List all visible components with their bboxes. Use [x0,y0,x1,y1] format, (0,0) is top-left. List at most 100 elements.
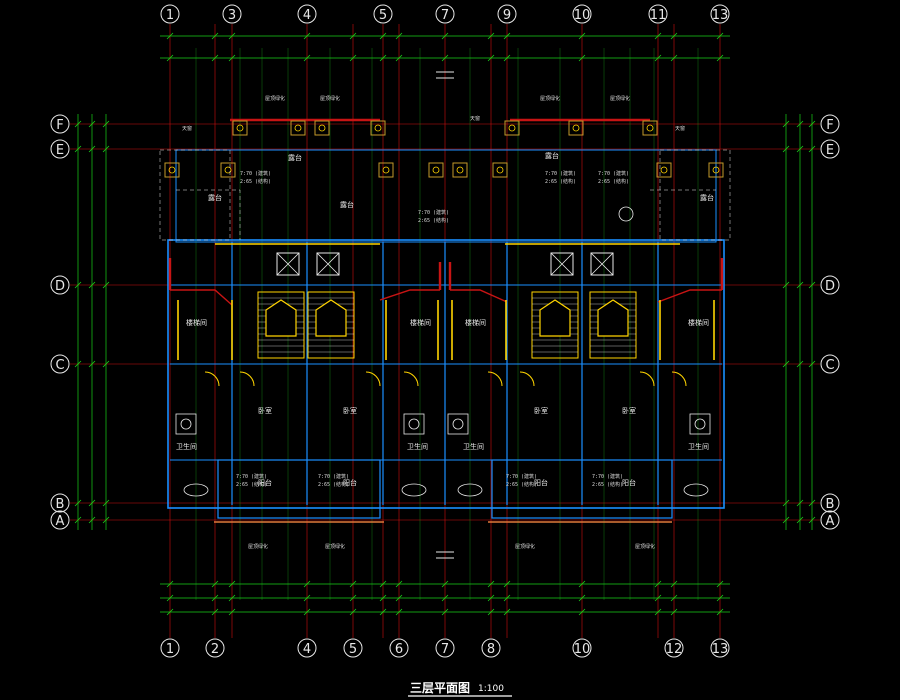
dimension-tick [395,580,403,588]
dimension-tick [88,281,96,289]
dimension-tick [670,580,678,588]
dimension-tick [395,608,403,616]
column-core [318,124,326,132]
dimension-tick [228,32,236,40]
dimension-tick [716,594,724,602]
dimension-tick [395,54,403,62]
axis-bubble [820,493,840,513]
dimension-tick [102,360,110,368]
axis-bubble [820,114,840,134]
elevator-cross [590,252,614,276]
break-mark [436,71,454,559]
axis-bubble [50,114,70,134]
axis-label-left: A [56,514,65,529]
axis-label-right: A [826,514,835,529]
elevator-shaft [550,252,574,276]
bath-fixture-basin [452,418,464,430]
dimension-tick [102,281,110,289]
room-label-bathroom: 卫生间 [407,442,428,451]
dimension-tick [782,516,790,524]
axis-label-left: E [56,143,64,158]
dimension-tick [441,594,449,602]
axis-label-right: C [825,358,834,373]
dimension-tick [211,594,219,602]
dimension-tick [670,594,678,602]
room-note: 2:65 (结构) [318,481,349,488]
axis-bubble [343,638,363,658]
axis-bubble [820,275,840,295]
axis-label-top: 4 [303,8,311,23]
drawing-title-block: 三层平面图 1:100 [408,681,512,697]
dimension-tick [578,32,586,40]
axis-bubble [50,139,70,159]
dimension-tick [578,594,586,602]
room-label-balcony: 阳台 [622,478,636,487]
axis-bubbles-top: 1 3 4 5 7 9 10 11 13 [160,4,730,24]
axis-bubble [572,4,592,24]
axis-bubbles-left: F E D C B A [50,114,70,530]
terrace-outline [175,149,717,243]
room-note: 7:70 (建筑) [506,473,537,480]
dimension-tick [395,32,403,40]
dimension-tick [487,54,495,62]
dimension-tick [808,499,816,507]
bath-fixture-basin [694,418,706,430]
stair-landing [539,299,571,337]
roof-note: 屋顶绿化 [540,95,560,102]
column [220,162,236,178]
dimension-tick [796,120,804,128]
bath-fixture [447,413,469,435]
room-label-bathroom: 卫生间 [176,442,197,451]
bathtub [457,483,483,497]
dimension-tick [808,360,816,368]
dimension-tick [303,580,311,588]
elevator-shaft [276,252,300,276]
axis-bubble [50,275,70,295]
stair-outline [589,291,637,359]
column-core [712,166,720,174]
axis-label-bottom: 4 [303,642,311,657]
room-label-stair: 楼梯间 [186,318,207,327]
dimension-tick [211,54,219,62]
room-note: 2:65 (结构) [236,481,267,488]
axis-bubble [664,638,684,658]
dimension-tick [166,54,174,62]
roof-note: 屋顶绿化 [635,543,655,550]
axis-label-top: 3 [228,8,236,23]
axis-bubble [572,638,592,658]
door-swing [365,371,381,387]
column-core [660,166,668,174]
axis-label-left: D [55,279,65,294]
room-note: 7:70 (建筑) [418,209,449,216]
dimension-tick [503,608,511,616]
dimension-tick [88,516,96,524]
door-swing [671,371,687,387]
room-label-balcony: 阳台 [258,478,272,487]
axis-label-top: 1 [166,8,174,23]
bath-fixture [403,413,425,435]
skylight-note: 天窗 [470,115,480,122]
dimension-tick [102,145,110,153]
column-core [168,166,176,174]
room-label-bedroom: 卧室 [622,406,636,415]
dimension-tick [503,32,511,40]
dimension-tick [782,360,790,368]
dimension-tick [379,608,387,616]
axis-bubble [160,4,180,24]
elevator-cross [316,252,340,276]
axis-bubble [297,4,317,24]
dimension-tick [379,32,387,40]
dimension-tick [782,499,790,507]
dimension-tick [578,54,586,62]
axis-bubbles-bottom: 1 2 4 5 6 7 8 10 12 13 [160,638,730,658]
dimension-tick [441,32,449,40]
dimension-tick [74,145,82,153]
column-core [382,166,390,174]
skylight-note: 天窗 [182,125,192,132]
dimension-tick [441,54,449,62]
dashed-boundary [659,149,731,241]
door-swing [519,371,535,387]
dimension-tick [88,499,96,507]
plan-details [159,71,731,559]
room-label-balcony: 阳台 [343,478,357,487]
